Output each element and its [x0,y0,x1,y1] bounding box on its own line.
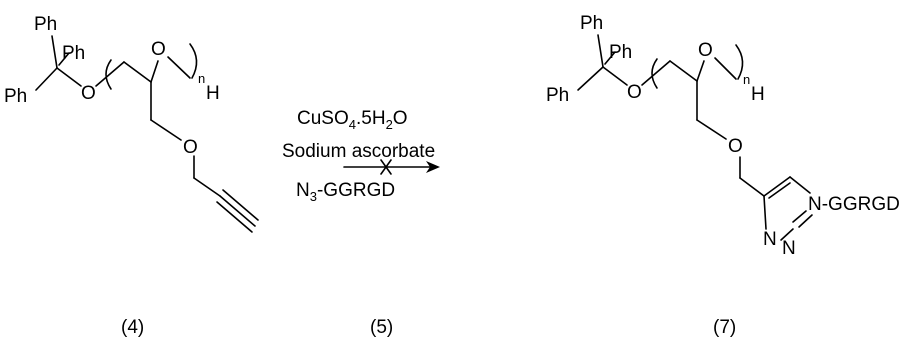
molecule-7: Ph Ph Ph O O n H O N-GGRGD N [546,13,900,259]
bond-ch2-ch [669,60,698,82]
o-ether-label: O [183,137,198,158]
o-chain-label: O [698,40,713,61]
bond-ch2-alkyne [193,177,221,197]
bond-c-ph-mid [604,51,616,65]
compound-label-7: (7) [713,317,736,338]
triazole-c5-n1 [789,176,811,194]
ph-left-label: Ph [546,85,569,106]
bond-ch2-o-ether [150,119,182,141]
bond-ch-o [696,60,705,82]
reagent-cuso4: CuSO4.5H2O [297,108,408,132]
subscript-n: n [198,71,205,86]
bond-ch2-triazole [739,177,765,197]
alkyne-bond-2 [222,189,259,221]
alkyne-bond-3 [216,201,253,233]
bracket-left [651,58,658,89]
bond-c-ph-left [35,67,58,91]
compound-label-4: (4) [121,317,144,338]
triazole-c4-n3 [763,195,767,230]
ph-mid-label: Ph [62,43,85,64]
reagent-azide-peptide: N3-GGRGD [296,180,395,204]
bond-o-bracket [714,57,737,80]
bond-c-ph-top [597,34,604,68]
bracket-right [189,43,198,79]
bond-c-o-trityl [602,66,628,86]
ph-top-label: Ph [580,13,603,34]
triazole-c4-c5-double [768,182,791,199]
ph-left-label: Ph [4,86,27,107]
bond-c-ph-mid [58,52,70,66]
bond-o-bracket [167,56,191,79]
bond-ch2-ch [123,61,152,83]
o-chain-label: O [151,39,166,60]
ph-mid-label: Ph [609,42,632,63]
triazole-n2-n1-double [792,210,807,223]
bond-ch-o [150,60,159,83]
bracket-left [105,59,112,90]
o-ether-label: O [728,136,743,157]
bond-ch2-o-ether [696,119,727,140]
subscript-n: n [743,72,750,87]
bond-o-ch2 [641,60,671,86]
reagent-sodium-ascorbate: Sodium ascorbate [282,141,435,162]
h-terminal-label: H [751,84,765,105]
alkyne-bond-1 [219,195,256,227]
triazole-n1-label: N-GGRGD [808,194,900,215]
triazole-c4-c5 [763,176,791,197]
triazole-n2-label: N [782,238,796,259]
o-trityl-label: O [81,83,96,104]
h-terminal-label: H [206,83,220,104]
molecule-4: Ph Ph Ph O O n H O [4,14,259,233]
triazole-n3-n2 [780,228,794,241]
arrow-cross-2 [380,159,392,175]
bond-c-ph-left [577,66,604,91]
bond-c-ph-top [51,35,58,69]
o-trityl-label: O [627,82,642,103]
triazole-n2-n1 [798,214,813,228]
triazole-n3-label: N [763,229,777,250]
compound-label-5: (5) [370,317,393,338]
bond-o-ch2 [95,61,125,87]
bracket-right [735,44,744,80]
reagents: CuSO4.5H2O Sodium ascorbate N3-GGRGD [282,108,440,204]
bond-c-o-trityl [56,67,82,87]
reaction-arrow-head [426,161,440,173]
ph-top-label: Ph [34,14,57,35]
